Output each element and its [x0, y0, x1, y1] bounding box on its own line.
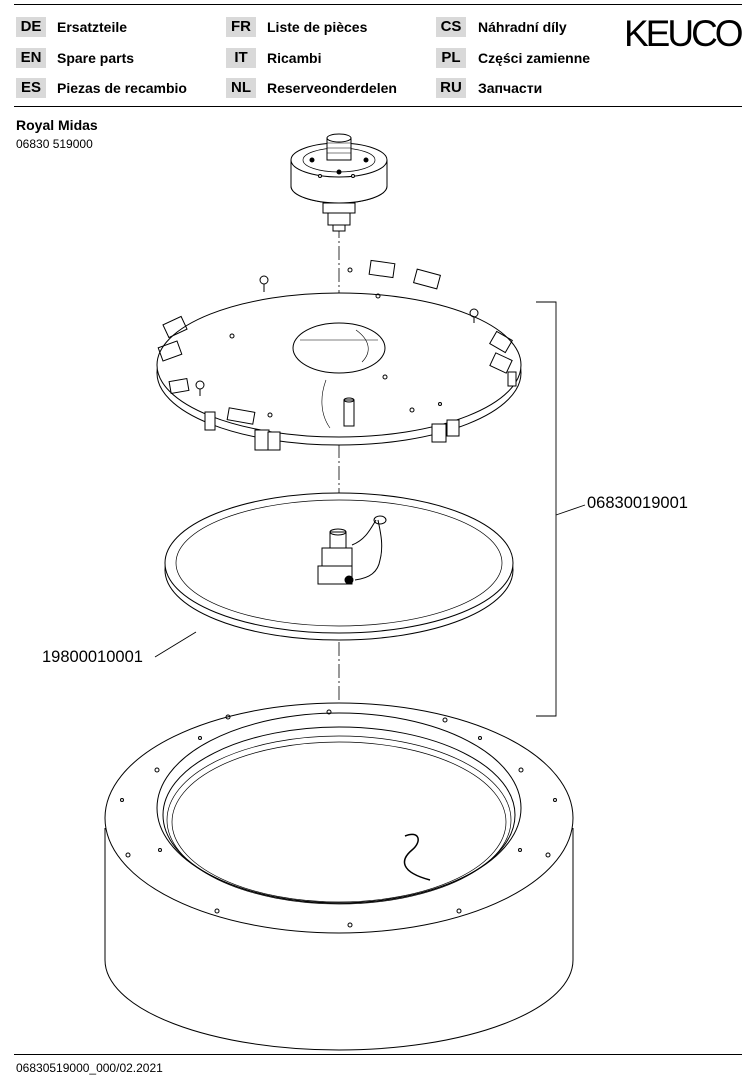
top-rule [14, 4, 742, 5]
lang-code-it: IT [226, 48, 256, 68]
diffuser-disc-part [164, 492, 514, 641]
lang-label-ru: Запчасти [478, 80, 543, 96]
part-number-19800010001: 19800010001 [42, 648, 143, 666]
product-number: 06830 519000 [16, 137, 93, 151]
keuco-logo: KEUCO [624, 13, 744, 54]
lang-label-fr: Liste de pièces [267, 19, 368, 35]
mounting-plate-part [156, 259, 522, 451]
leader-line-19800010001 [154, 631, 197, 658]
lang-label-it: Ricambi [267, 50, 322, 66]
lang-code-de: DE [16, 17, 46, 37]
document-id: 06830519000_000/02.2021 [16, 1061, 163, 1075]
lang-code-fr: FR [226, 17, 256, 37]
lang-label-cs: Náhradní díly [478, 19, 567, 35]
lang-code-pl: PL [436, 48, 466, 68]
lang-label-pl: Części zamienne [478, 50, 591, 66]
product-name: Royal Midas [16, 117, 98, 133]
housing-ring-part [104, 702, 574, 1051]
lang-code-cs: CS [436, 17, 466, 37]
part-bracket [536, 301, 557, 717]
lang-code-es: ES [16, 78, 46, 98]
header-bottom-rule [14, 106, 742, 107]
lang-label-de: Ersatzteile [57, 19, 128, 35]
lang-label-en: Spare parts [57, 50, 135, 66]
lang-code-en: EN [16, 48, 46, 68]
footer-rule [14, 1054, 742, 1055]
lang-label-nl: Reserveonderdelen [267, 80, 397, 96]
mounting-adapter-part [290, 133, 388, 232]
lang-code-ru: RU [436, 78, 466, 98]
lang-label-es: Piezas de recambio [57, 80, 187, 96]
lang-code-nl: NL [226, 78, 256, 98]
leader-line-06830019001 [555, 504, 586, 516]
part-number-06830019001: 06830019001 [587, 494, 688, 512]
